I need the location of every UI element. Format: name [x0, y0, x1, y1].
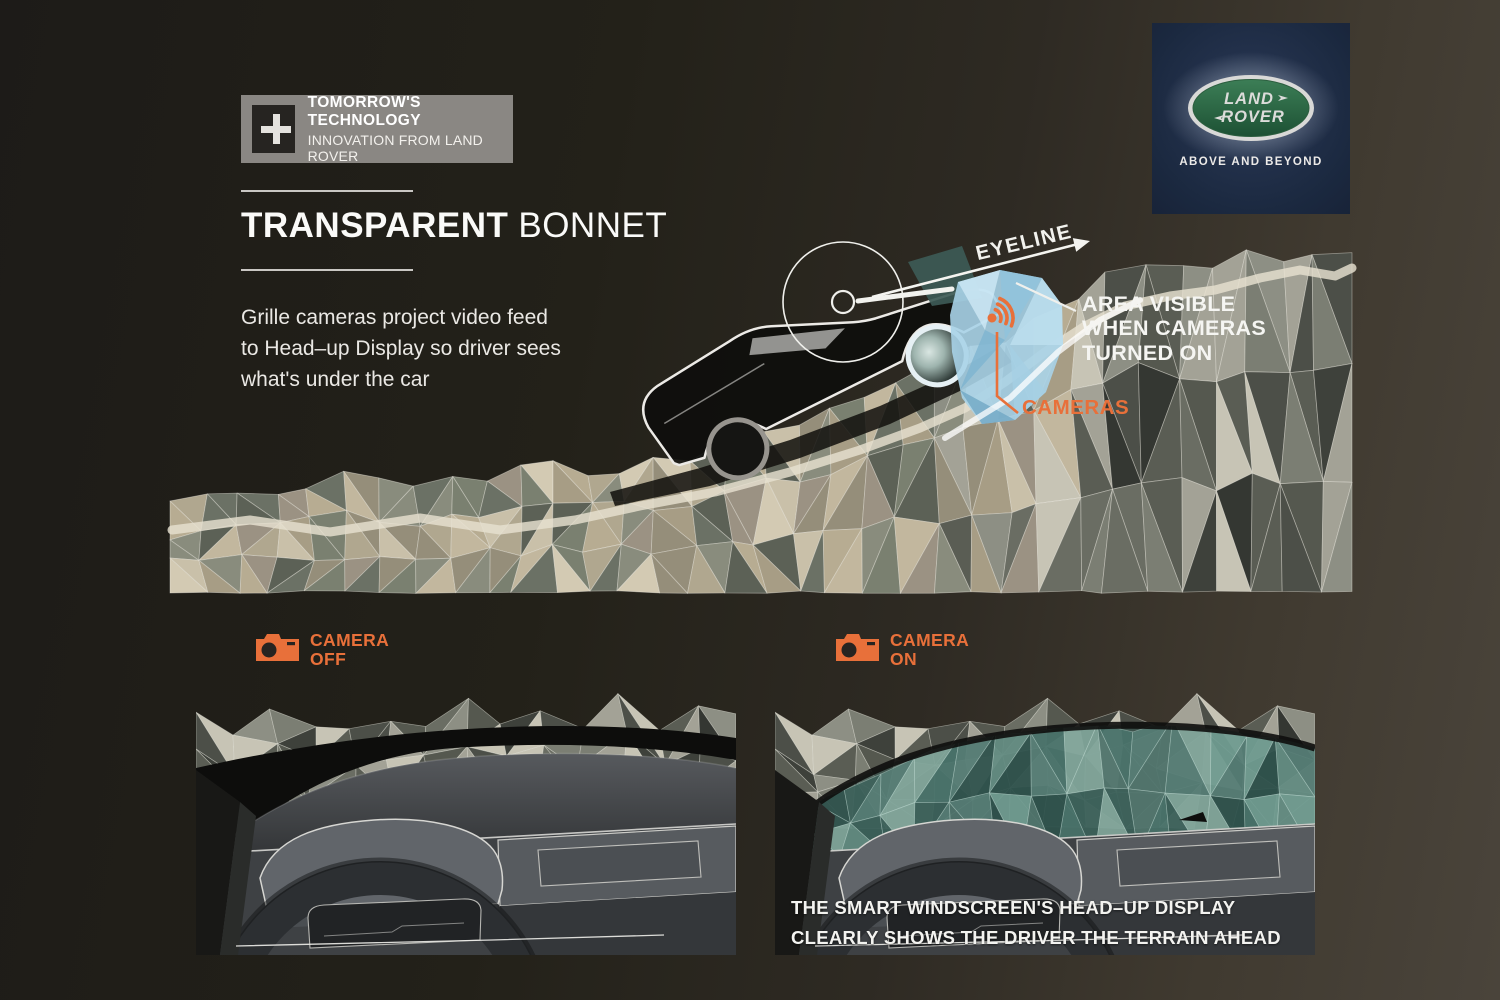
rear-wheel: [706, 417, 770, 481]
camera-on-label: CAMERA ON: [890, 630, 970, 669]
steering-wheel: [807, 861, 1111, 955]
logo-word-top: LAND: [1224, 90, 1274, 108]
logo-word-bottom: ROVER: [1221, 108, 1285, 126]
slope-shadow: [610, 346, 1012, 506]
brand-tagline: ABOVE AND BEYOND: [1179, 156, 1323, 168]
camera-off-label: CAMERA OFF: [310, 630, 390, 669]
area-leader-line: [1015, 282, 1077, 312]
dashboard: [775, 770, 1315, 955]
plus-icon: [252, 105, 295, 153]
badge-line1: TOMORROW'S TECHNOLOGY: [307, 94, 421, 129]
title-light: BONNET: [518, 206, 668, 245]
a-pillar: [196, 770, 240, 955]
camera-icon: [836, 634, 879, 661]
camera-icon: [256, 634, 299, 661]
instrument-cluster: [307, 898, 482, 949]
terrain-track: [167, 263, 1357, 537]
hud-caption: THE SMART WINDSCREEN'S HEAD–UP DISPLAY C…: [791, 897, 1281, 948]
camera-signal-icon: [987, 296, 1015, 328]
panel-on-illustration: [775, 693, 1315, 955]
camera-off-header: CAMERA OFF: [254, 630, 389, 669]
land-rover-oval-logo: LAND ROVER: [1163, 52, 1339, 164]
instrument-cluster: [886, 898, 1061, 949]
technology-badge: TOMORROW'S TECHNOLOGY INNOVATION FROM LA…: [241, 94, 513, 164]
cameras-connector-line: [995, 332, 1019, 415]
windscreen-top-edge: [775, 721, 1315, 843]
visible-area-overlay: [942, 270, 1143, 441]
description-text: Grille cameras project video feed to Hea…: [241, 306, 561, 392]
title-rule-top: [241, 190, 413, 192]
title-bold: TRANSPARENT: [241, 206, 509, 245]
dashboard: [196, 770, 736, 955]
eyeline-arrow: [871, 238, 1090, 299]
brand-panel: LAND ROVER: [1152, 23, 1350, 214]
badge-text: TOMORROW'S TECHNOLOGY INNOVATION FROM LA…: [308, 94, 513, 164]
area-visible-label: AREA VISIBLE WHEN CAMERAS TURNED ON: [1082, 292, 1266, 365]
steering-wheel: [228, 861, 532, 955]
cameras-label: CAMERAS: [1022, 396, 1130, 419]
a-pillar: [775, 770, 819, 955]
cowl-shadow: [196, 726, 736, 858]
terrain-mesh: [167, 249, 1357, 594]
title-rule-bottom: [241, 269, 413, 271]
eyeline-indicator: [782, 241, 955, 363]
camera-on-header: CAMERA ON: [834, 630, 969, 669]
panel-off-illustration: [196, 693, 736, 955]
badge-line2: INNOVATION FROM LAND ROVER: [307, 132, 483, 164]
